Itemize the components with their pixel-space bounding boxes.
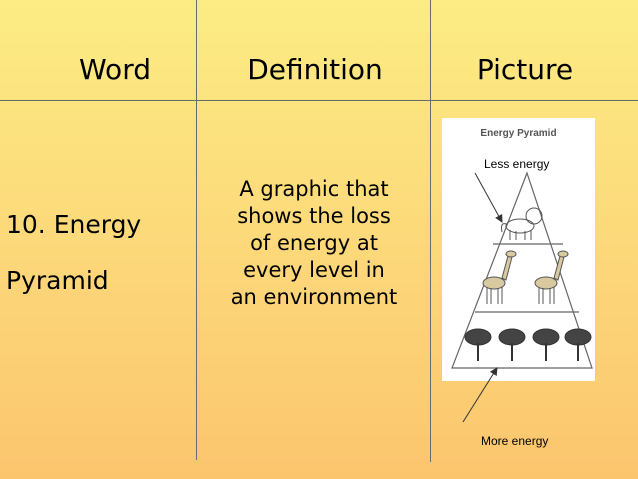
giraffe-icon-2 <box>534 250 569 304</box>
header-word: Word <box>79 53 151 86</box>
definition-text: A graphic that shows the loss of energy … <box>206 176 422 311</box>
column-divider-2 <box>430 0 431 462</box>
giraffe-icon-1 <box>482 250 517 304</box>
pyramid-drawing <box>451 171 593 369</box>
more-energy-arrow <box>462 367 498 423</box>
tree-icon-4 <box>564 328 592 361</box>
tree-icon-2 <box>498 328 526 361</box>
less-energy-arrow <box>474 172 503 223</box>
more-energy-label: More energy <box>481 434 549 448</box>
definition-line-1: A graphic that <box>239 177 389 201</box>
definition-line-2: shows the loss <box>237 204 391 228</box>
definition-line-5: an environment <box>230 285 398 309</box>
term-line-1: 10. Energy <box>6 210 142 239</box>
column-divider-1 <box>196 0 197 460</box>
header-picture: Picture <box>476 53 574 86</box>
energy-pyramid-image: Energy Pyramid <box>442 118 595 381</box>
tree-icon-3 <box>532 328 560 361</box>
lion-icon <box>501 207 543 240</box>
pyramid-title: Energy Pyramid <box>480 128 557 139</box>
less-energy-label: Less energy <box>484 157 550 171</box>
definition-line-4: every level in <box>243 258 385 282</box>
header-divider <box>0 100 638 101</box>
definition-line-3: of energy at <box>250 231 378 255</box>
header-definition: Definition <box>247 53 383 86</box>
tree-icon-1 <box>464 328 492 361</box>
term-line-2: Pyramid <box>6 266 109 295</box>
